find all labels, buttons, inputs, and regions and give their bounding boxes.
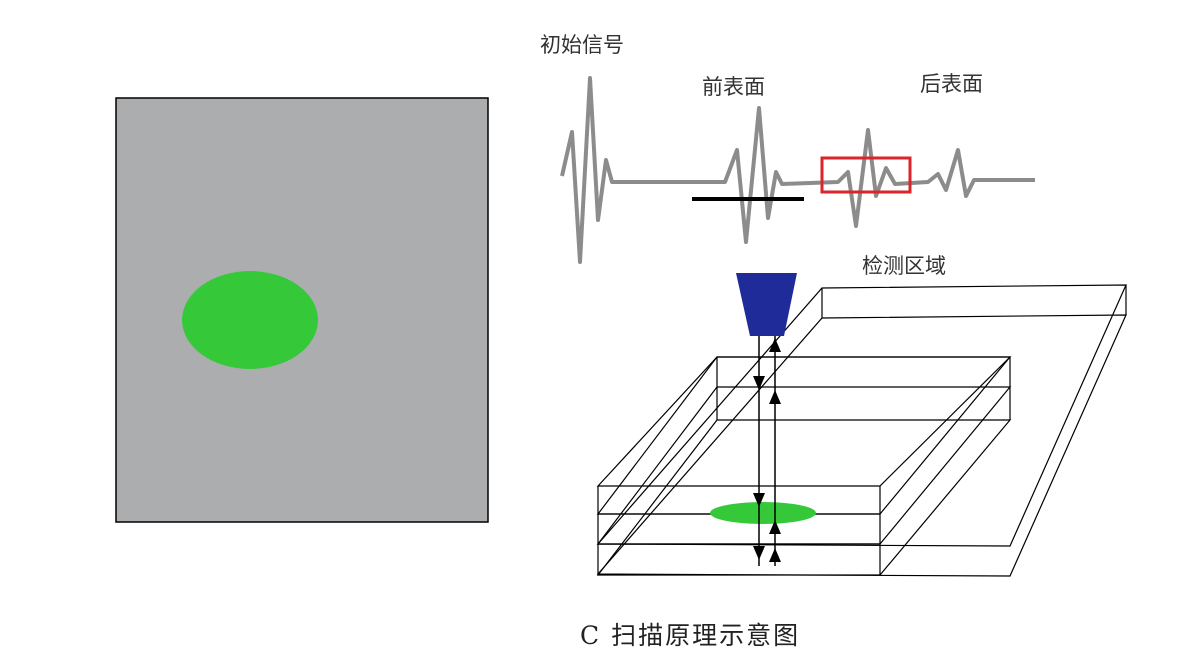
ultrasonic-probe-icon: [736, 273, 797, 336]
arrow-up-icon: [769, 338, 781, 352]
specimen-plate: [596, 284, 1127, 577]
c-scan-defect: [182, 271, 318, 369]
specimen-defect: [710, 502, 816, 524]
figure-caption: C 扫描原理示意图: [580, 621, 800, 650]
waveform-line: [560, 76, 1035, 264]
arrow-up-icon: [769, 548, 781, 562]
back-surface-label: 后表面: [920, 72, 983, 96]
front-surface-label: 前表面: [702, 75, 765, 99]
arrow-down-icon: [753, 546, 765, 560]
initial-signal-label: 初始信号: [540, 33, 624, 57]
back-surface-gate-box: [820, 156, 912, 194]
arrow-down-icon: [753, 493, 765, 507]
c-scan-image: [115, 97, 489, 523]
arrow-down-icon: [753, 376, 765, 390]
arrow-up-icon: [769, 390, 781, 404]
beam-arrows: [753, 338, 781, 562]
a-scan-waveform: [560, 76, 1035, 264]
detection-area-label: 检测区域: [862, 254, 946, 278]
arrow-up-icon: [769, 520, 781, 534]
